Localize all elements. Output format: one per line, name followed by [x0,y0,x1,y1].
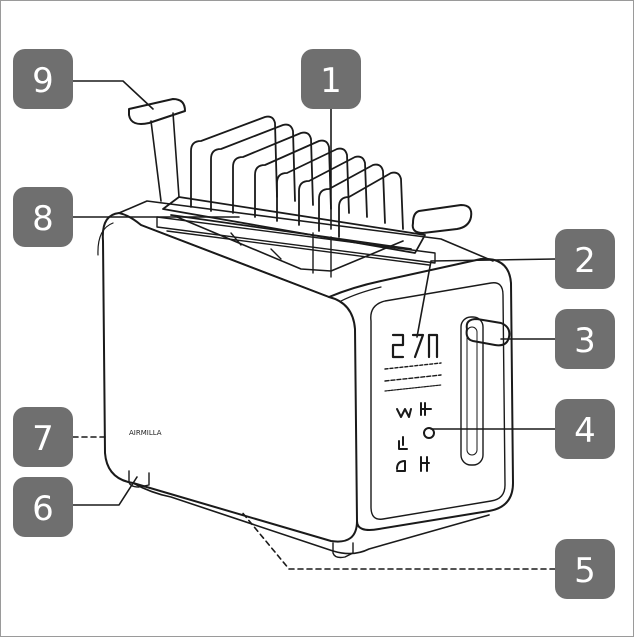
function-buttons [396,402,435,472]
callout-6-number: 6 [32,489,54,529]
callout-5-number: 5 [574,551,596,591]
control-panel [370,282,506,520]
bread-slots [156,216,436,266]
rack-handle-right [411,204,473,234]
callout-4-number: 4 [574,411,596,451]
lever-handle [465,318,511,347]
toaster-body [97,200,514,559]
callout-2-number: 2 [574,241,596,281]
callout-1-number: 1 [320,61,342,101]
callout-9: 9 [13,49,73,109]
warming-rack [162,115,426,278]
callout-4: 4 [555,399,615,459]
brand-label: AIRMILLA [129,429,162,437]
display-panel [384,333,442,392]
rack-handle-left [128,98,186,202]
callout-9-number: 9 [32,61,54,101]
leader-lines [72,80,556,570]
callout-2: 2 [555,229,615,289]
callout-3: 3 [555,309,615,369]
callout-5: 5 [555,539,615,599]
callout-6: 6 [13,477,73,537]
callout-7: 7 [13,407,73,467]
callout-8-number: 8 [32,199,54,239]
callout-1: 1 [301,49,361,109]
callout-8: 8 [13,187,73,247]
callout-7-number: 7 [32,419,54,459]
callout-3-number: 3 [574,321,596,361]
